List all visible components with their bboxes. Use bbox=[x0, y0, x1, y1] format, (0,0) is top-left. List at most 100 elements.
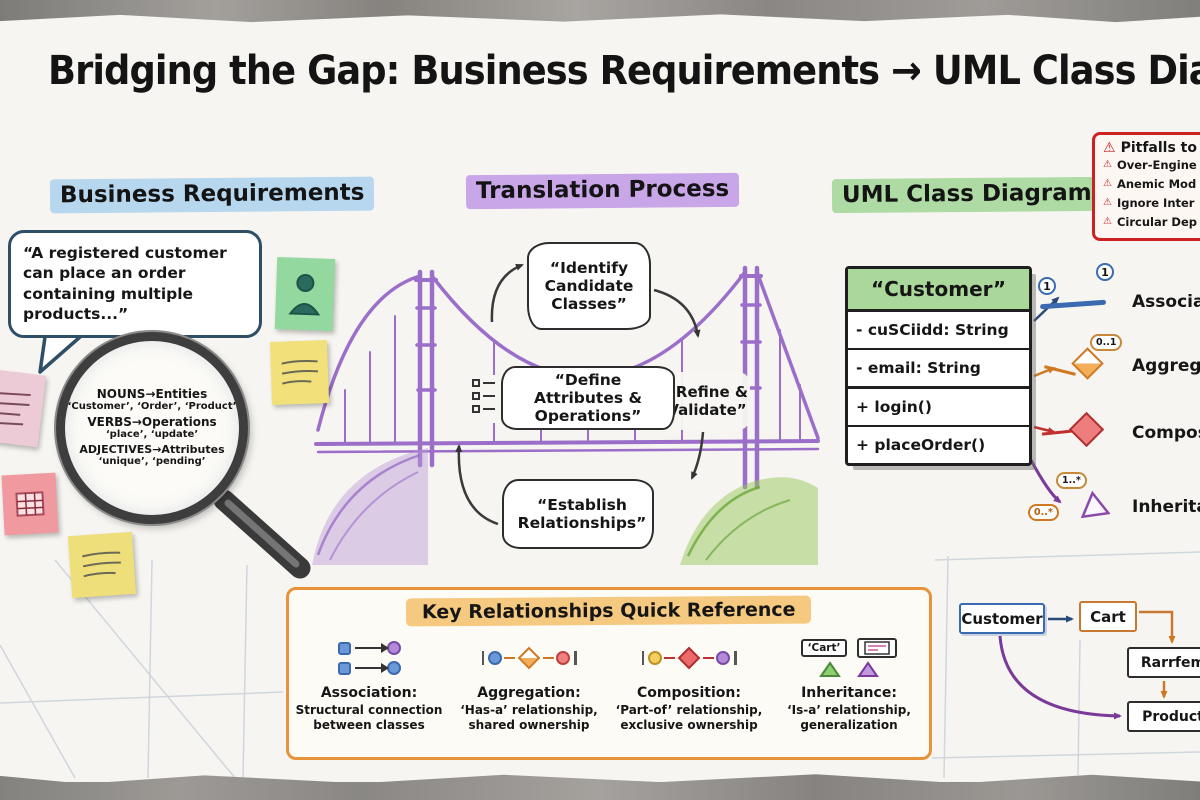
aggregation-label: Aggregation bbox=[1132, 356, 1200, 376]
inheritance-triangle-purple-icon bbox=[857, 661, 879, 677]
class-method: + login() bbox=[848, 389, 1029, 427]
composition-icon bbox=[615, 633, 763, 683]
composition-diamond-icon bbox=[677, 646, 701, 670]
nouns-rule: NOUNS→Entities bbox=[96, 386, 208, 401]
pitfall-label: Over-Engine bbox=[1116, 158, 1197, 172]
process-step-define: “Define Attributes & Operations” bbox=[501, 366, 675, 430]
tick bbox=[734, 651, 737, 665]
mini-class-label: Product bbox=[1142, 708, 1200, 725]
pitfall-item: ⚠ Circular Dep bbox=[1103, 213, 1200, 232]
multiplicity-badge: 1 bbox=[1038, 277, 1056, 295]
aggregation-desc: ‘Has-a’ relationship, shared ownership bbox=[460, 703, 598, 733]
sticky-note-green bbox=[274, 257, 336, 331]
class-dot-icon bbox=[386, 661, 401, 675]
composition-name: Composition: bbox=[637, 685, 741, 701]
association-name: Association: bbox=[320, 685, 418, 701]
aggregation-name: Aggregation: bbox=[477, 685, 581, 701]
quick-ref-inheritance: ‘Cart’ bbox=[769, 633, 929, 734]
mini-diagram-cart-box: Cart bbox=[1079, 601, 1137, 632]
mini-class-label: Cart bbox=[1090, 607, 1126, 626]
section-business-requirements: Business Requirements bbox=[49, 176, 375, 214]
inheritance-class-box bbox=[857, 638, 898, 658]
pitfall-item: ⚠ Ignore Inter bbox=[1103, 194, 1200, 213]
person-icon bbox=[288, 274, 321, 316]
inheritance-name: Inheritance: bbox=[801, 685, 897, 701]
mini-table-icon bbox=[15, 491, 45, 517]
mini-diagram-item-box: Rarrfem bbox=[1127, 647, 1200, 678]
arrow-icon bbox=[354, 663, 389, 672]
inheritance-label: Inheritance bbox=[1132, 497, 1200, 517]
pitfalls-title: Pitfalls to bbox=[1120, 140, 1197, 156]
warning-icon: ⚠ bbox=[1103, 140, 1116, 156]
sticky-note-yellow bbox=[269, 340, 330, 405]
nouns-examples: ‘Customer’, ‘Order’, ‘Product’ bbox=[67, 400, 237, 412]
tick bbox=[641, 651, 644, 665]
association-label: Association bbox=[1132, 292, 1200, 312]
verbs-examples: ‘place’, ‘update’ bbox=[105, 428, 199, 440]
tick bbox=[481, 651, 484, 665]
class-square-icon bbox=[337, 661, 351, 675]
composition-label: Composition bbox=[1132, 423, 1200, 443]
requirement-speech-bubble: “A registered customer can place an orde… bbox=[8, 230, 262, 338]
mini-diagram-customer-box: Customer bbox=[959, 603, 1045, 634]
multiplicity-badge: 1 bbox=[1096, 263, 1114, 281]
pitfall-item: ⚠ Over-Engine bbox=[1103, 156, 1200, 175]
section-translation-process: Translation Process bbox=[465, 172, 740, 210]
quick-ref-composition: Composition: ‘Part-of’ relationship, exc… bbox=[609, 633, 769, 734]
section-uml-class-diagram: UML Class Diagram bbox=[831, 176, 1102, 214]
inheritance-triangle-green-icon bbox=[819, 661, 841, 677]
multiplicity-badge: 0..1 bbox=[1090, 334, 1123, 351]
aggregation-diamond-icon bbox=[517, 646, 541, 670]
mini-diagram-product-box: Product bbox=[1127, 701, 1200, 732]
mini-class-label: Customer bbox=[961, 609, 1043, 628]
page-title: Bridging the Gap: Business Requirements … bbox=[48, 48, 1200, 94]
class-dot-icon bbox=[386, 641, 401, 655]
aggregation-icon bbox=[455, 633, 603, 683]
torn-paper-edge-top bbox=[0, 0, 1200, 23]
association-desc: Structural connection between classes bbox=[295, 703, 443, 733]
quick-reference-title-row: Key Relationships Quick Reference bbox=[289, 595, 929, 627]
requirement-text: “A registered customer can place an orde… bbox=[23, 244, 227, 324]
class-name: “Customer” bbox=[848, 269, 1029, 312]
pitfall-label: Ignore Inter bbox=[1116, 195, 1195, 210]
process-step-refine: “Refine & Validate” bbox=[664, 372, 750, 430]
list-icon bbox=[469, 375, 499, 423]
warning-icon: ⚠ bbox=[1103, 216, 1112, 228]
class-dot-icon bbox=[716, 651, 730, 665]
class-sketch-icon bbox=[864, 641, 891, 655]
step-label: “Refine & Validate” bbox=[666, 383, 748, 419]
quick-ref-association: Association: Structural connection betwe… bbox=[289, 633, 449, 734]
association-icon bbox=[295, 633, 443, 683]
sticky-note-red bbox=[1, 472, 59, 536]
adjectives-examples: ‘unique’, ‘pending’ bbox=[98, 455, 206, 467]
pitfalls-title-row: ⚠ Pitfalls to bbox=[1103, 140, 1200, 156]
composition-desc: ‘Part-of’ relationship, exclusive owners… bbox=[615, 703, 763, 733]
multiplicity-badge: 1..* bbox=[1056, 472, 1087, 489]
inheritance-cart-label: ‘Cart’ bbox=[807, 642, 841, 654]
line bbox=[703, 656, 714, 660]
inheritance-desc: ‘Is-a’ relationship, generalization bbox=[787, 703, 911, 733]
class-dot-icon bbox=[648, 651, 662, 665]
inheritance-cart-box: ‘Cart’ bbox=[800, 639, 848, 657]
process-step-establish: “Establish Relationships” bbox=[502, 479, 654, 549]
mini-class-label: Rarrfem bbox=[1140, 654, 1200, 671]
quick-reference-columns: Association: Structural connection betwe… bbox=[289, 633, 929, 734]
class-attribute: - cuSCiidd: String bbox=[848, 312, 1029, 350]
class-method: + placeOrder() bbox=[856, 436, 986, 454]
tick bbox=[574, 651, 577, 665]
line bbox=[543, 656, 554, 660]
quick-reference-title: Key Relationships Quick Reference bbox=[406, 595, 812, 627]
pitfalls-panel: ⚠ Pitfalls to ⚠ Over-Engine ⚠ Anemic Mod… bbox=[1092, 132, 1200, 241]
pitfall-label: Anemic Mod bbox=[1116, 176, 1197, 191]
scribble-lines-icon bbox=[82, 551, 121, 578]
inheritance-triangle-icon bbox=[1080, 490, 1110, 518]
line bbox=[504, 656, 515, 660]
warning-icon: ⚠ bbox=[1103, 178, 1112, 190]
inheritance-icon: ‘Cart’ bbox=[775, 633, 923, 683]
class-dot-icon bbox=[556, 651, 570, 665]
uml-class-customer: “Customer” - cuSCiidd: String - email: S… bbox=[845, 266, 1032, 466]
pitfall-label: Circular Dep bbox=[1116, 214, 1197, 229]
class-attribute: - email: String bbox=[848, 350, 1029, 389]
verbs-rule: VERBS→Operations bbox=[87, 414, 217, 429]
